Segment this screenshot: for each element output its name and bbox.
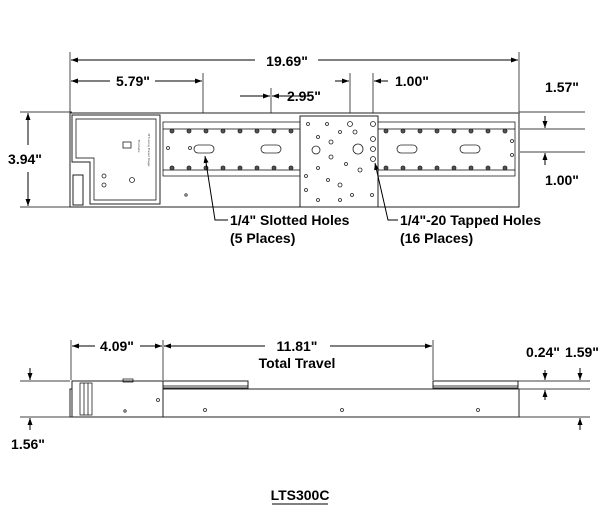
- motor-label-2: Thorlabs: [137, 139, 141, 153]
- carriage-holes: [304, 121, 376, 202]
- slotted-hole: [459, 144, 481, 154]
- overall-height-dimension: 1.59": [565, 344, 599, 430]
- tapped-holes-label: 1/4"-20 Tapped Holes: [400, 212, 541, 228]
- carriage-platform: [299, 115, 379, 208]
- overall-length-dimension: 19.69": [71, 53, 518, 69]
- slot-offset-dimension: 5.79": [71, 73, 202, 89]
- right-offset-dimension: 1.57" 1.00": [542, 79, 579, 188]
- motor-label-1: LTS Long Travel Stage: [147, 134, 151, 167]
- motor-length-dimension: 4.09": [72, 338, 162, 354]
- slotted-holes-callout: 1/4" Slotted Holes (5 Places): [203, 155, 350, 246]
- slotted-hole: [193, 144, 215, 154]
- slotted-hole: [260, 144, 282, 154]
- overall-length-label: 19.69": [266, 53, 308, 69]
- side-view: 4.09" 11.81" Total Travel 0.24" 1.59" 1.…: [11, 338, 599, 452]
- connector: [72, 174, 84, 206]
- travel-value-label: 11.81": [277, 338, 318, 354]
- rail-holes: [169, 128, 508, 171]
- tapped-holes-count: (16 Places): [400, 230, 473, 246]
- platform-height-label: 0.24": [526, 344, 560, 360]
- base-height-dimension: 1.56": [11, 368, 45, 452]
- carriage-side-right: [432, 380, 519, 389]
- tapped-spacing-dimension: 1.00": [335, 73, 429, 89]
- overall-height-label: 1.59": [565, 344, 599, 360]
- motor-length-label: 4.09": [100, 338, 134, 354]
- slot-offset-label: 5.79": [116, 73, 150, 89]
- top-view: 19.69" 5.79" 2.95" 1.00" 3: [8, 52, 585, 246]
- slot-spacing-dimension: 2.95": [240, 88, 321, 104]
- motor-housing-side: [71, 380, 164, 418]
- slotted-holes-label: 1/4" Slotted Holes: [230, 212, 350, 228]
- travel-caption: Total Travel: [259, 355, 336, 371]
- platform-height-dimension: 0.24": [526, 344, 560, 400]
- tapped-spacing-label: 1.00": [395, 73, 429, 89]
- model-title: LTS300C: [271, 487, 330, 505]
- slotted-hole: [396, 144, 418, 154]
- slotted-holes-count: (5 Places): [230, 230, 295, 246]
- slot-spacing-label: 2.95": [287, 88, 321, 104]
- carriage-side-left: [162, 380, 249, 389]
- right-offset-bottom-label: 1.00": [545, 172, 579, 188]
- base-height-label: 1.56": [11, 436, 45, 452]
- travel-dimension: 11.81" Total Travel: [164, 338, 432, 371]
- model-label: LTS300C: [271, 487, 330, 503]
- width-label: 3.94": [8, 151, 42, 167]
- right-offset-top-label: 1.57": [545, 79, 579, 95]
- tapped-holes-callout: 1/4"-20 Tapped Holes (16 Places): [374, 162, 541, 246]
- width-dimension: 3.94": [8, 113, 42, 206]
